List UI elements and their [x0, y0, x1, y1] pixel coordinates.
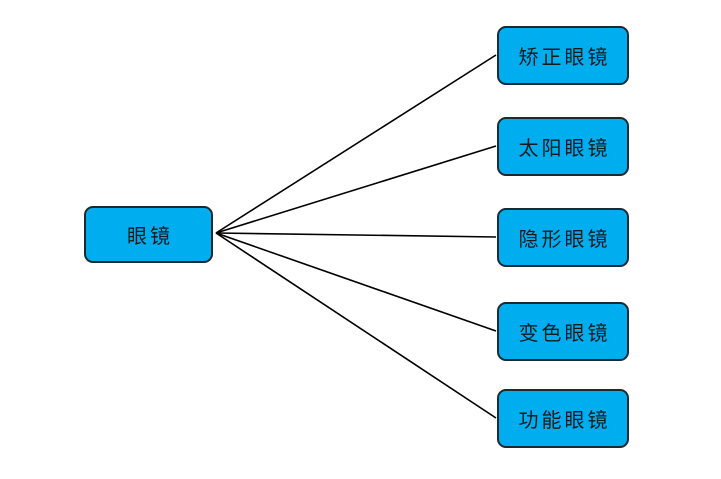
child-node-corrective-glasses[interactable]: 矫正眼镜: [497, 26, 629, 85]
child-node-contact-lenses[interactable]: 隐形眼镜: [497, 208, 629, 267]
connector-line: [215, 232, 497, 332]
connector-line: [215, 232, 497, 238]
connector-line: [215, 145, 497, 234]
child-node-photochromic-glasses[interactable]: 变色眼镜: [497, 302, 629, 361]
child-node-functional-glasses[interactable]: 功能眼镜: [497, 389, 629, 448]
connector-line: [215, 54, 497, 234]
connector-line: [215, 232, 497, 419]
root-node[interactable]: 眼镜: [84, 206, 213, 263]
child-node-sunglasses[interactable]: 太阳眼镜: [497, 117, 629, 176]
